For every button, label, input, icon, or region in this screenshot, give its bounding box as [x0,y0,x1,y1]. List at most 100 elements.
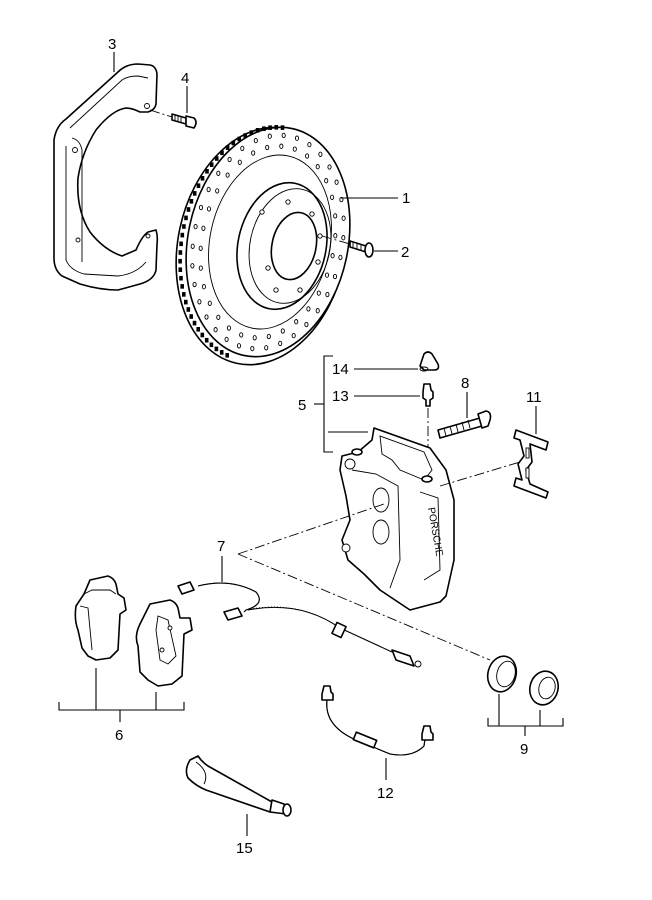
callout-5[interactable]: 5 [298,397,306,414]
callout-12[interactable]: 12 [377,785,394,802]
disc-drill-hole [237,159,242,165]
disc-vent-slot [189,199,194,204]
disc-drill-hole [192,281,197,288]
disc-drill-hole [224,336,229,343]
dust-cap[interactable] [419,351,440,372]
disc-drill-hole [207,300,212,306]
callout-13[interactable]: 13 [332,388,349,405]
disc-drill-hole [204,314,209,320]
callout-9[interactable]: 9 [520,741,528,758]
disc-vent-slot [274,125,279,130]
callout-1[interactable]: 1 [402,190,410,207]
disc-drill-hole [324,272,330,278]
disc-drill-hole [324,178,329,184]
piston-seal-kit[interactable] [484,653,562,708]
callout-8[interactable]: 8 [461,375,469,392]
disc-drill-hole [190,263,195,269]
disc-drill-hole [280,328,285,334]
disc-vent-slot [196,326,200,332]
splash-shield[interactable] [53,63,159,291]
countersunk-screw[interactable] [321,235,374,258]
disc-drill-hole [333,213,338,219]
disc-drill-hole [239,332,244,338]
disc-drill-hole [278,340,283,347]
disc-vent-slot [231,140,236,146]
disc-drill-hole [252,335,257,341]
disc-drill-hole [279,143,284,149]
disc-drill-hole [325,291,330,298]
disc-drill-hole [292,146,297,152]
disc-drill-hole [333,233,338,239]
brake-pad-outer[interactable] [74,575,127,661]
disc-vent-slot [182,292,186,297]
disc-vent-slot [184,299,188,305]
caliper-assembly-bracket [314,355,368,453]
disc-vent-slot [178,267,183,273]
disc-vent-slot [205,169,209,174]
disc-vent-slot [178,250,183,255]
disc-vent-slot [243,133,247,138]
disc-drill-hole [236,343,242,349]
disc-drill-hole [190,243,195,249]
disc-drill-hole [240,145,245,152]
disc-vent-slot [204,337,209,343]
disc-drill-hole [201,284,206,290]
disc-vent-slot [192,191,197,196]
disc-drill-hole [201,225,206,231]
disc-drill-hole [315,308,320,314]
disc-drill-hole [198,245,203,251]
callout-4[interactable]: 4 [181,70,189,87]
seals-bracket [487,694,564,736]
hex-bolt[interactable] [149,109,197,129]
disc-vent-slot [178,258,182,264]
callout-14[interactable]: 14 [332,361,349,378]
disc-vent-slot [184,215,188,221]
callout-6[interactable]: 6 [115,727,123,744]
callout-7[interactable]: 7 [217,538,225,555]
pad-retaining-spring[interactable] [513,429,549,499]
disc-drill-hole [266,333,271,340]
disc-vent-slot [225,352,229,358]
disc-drill-hole [253,137,258,144]
disc-drill-hole [198,265,203,271]
bleeder-valve[interactable] [422,383,434,407]
wear-sensor[interactable] [177,581,422,668]
callout-3[interactable]: 3 [108,36,116,53]
disc-drill-hole [206,206,212,212]
disc-drill-hole [341,235,346,241]
disc-drill-hole [304,321,309,328]
axis-line-1 [439,461,521,487]
disc-drill-hole [316,290,321,296]
disc-vent-slot [192,320,197,326]
callout-2[interactable]: 2 [401,244,409,261]
disc-drill-hole [251,150,256,156]
disc-drill-hole [215,188,220,194]
caliper-mounting-bolt[interactable] [437,410,492,439]
disc-vent-slot [182,224,186,229]
pads-bracket [58,668,185,722]
brake-disc[interactable] [155,111,370,381]
disc-vent-slot [180,284,184,289]
disc-drill-hole [213,327,218,333]
disc-drill-hole [216,314,221,320]
assembly-paste-tube[interactable] [185,755,292,817]
disc-vent-slot [262,126,266,131]
brake-pad-inner[interactable] [135,599,193,687]
brake-line[interactable] [321,685,434,756]
callout-11[interactable]: 11 [526,389,542,406]
disc-drill-hole [306,306,311,312]
disc-vent-slot [255,128,260,133]
disc-vent-slot [186,307,191,312]
disc-drill-hole [327,164,332,170]
disc-drill-hole [281,132,286,139]
brake-caliper[interactable]: PORSCHE [339,427,455,611]
disc-vent-slot [209,162,214,167]
callout-15[interactable]: 15 [236,840,253,857]
disc-vent-slot [280,125,285,130]
disc-vent-slot [237,136,241,142]
disc-drill-hole [341,215,346,221]
disc-vent-slot [214,156,219,161]
disc-vent-slot [196,183,201,188]
disc-drill-hole [315,164,320,170]
